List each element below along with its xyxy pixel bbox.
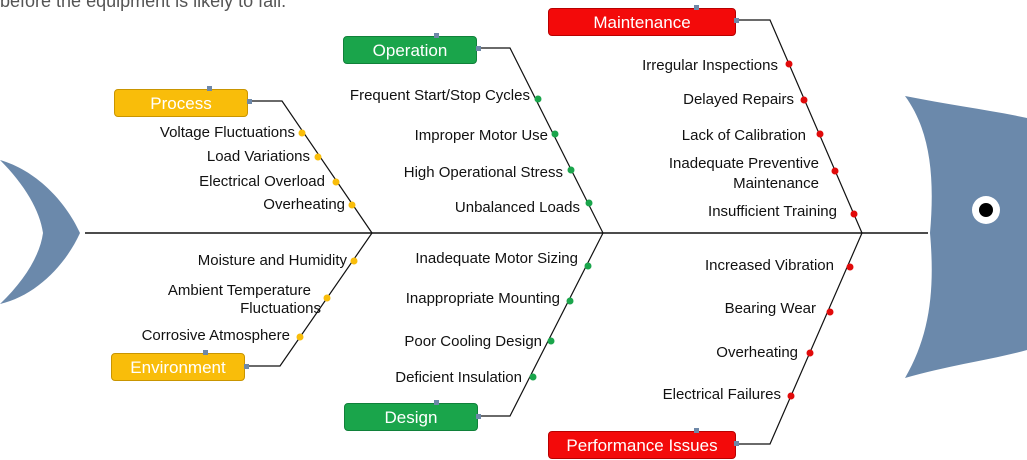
- category-environment[interactable]: Environment: [111, 353, 245, 381]
- environment-dot: [323, 294, 331, 302]
- category-environment-label: Environment: [130, 358, 226, 377]
- process-bone: [250, 100, 373, 234]
- performance-dot: [806, 349, 814, 357]
- performance-bone: [737, 232, 863, 445]
- category-design-handle[interactable]: [434, 400, 439, 405]
- category-environment-handle[interactable]: [203, 350, 208, 355]
- category-process[interactable]: Process: [114, 89, 248, 117]
- design-bone: [479, 232, 604, 417]
- environment-bone: [246, 232, 373, 367]
- operation-cause-start-stop-cycles: Frequent Start/Stop Cycles: [349, 87, 530, 104]
- operation-dot: [567, 166, 575, 174]
- process-dot: [348, 201, 356, 209]
- process-cause-overheating: Overheating: [263, 196, 345, 213]
- operation-cause-high-operational-stress: High Operational Stress: [403, 164, 563, 181]
- fish-head-shape: [905, 96, 1027, 378]
- performance-cause-increased-vibration: Increased Vibration: [705, 257, 834, 274]
- operation-cause-unbalanced-loads: Unbalanced Loads: [454, 199, 580, 216]
- maintenance-dot: [800, 96, 808, 104]
- environment-cause-ambient-temperature: Ambient Temperature: [167, 282, 311, 299]
- category-process-label: Process: [150, 94, 212, 113]
- operation-cause-improper-motor-use: Improper Motor Use: [414, 127, 548, 144]
- category-performance-handle[interactable]: [734, 441, 739, 446]
- maintenance-cause-delayed-repairs: Delayed Repairs: [683, 91, 794, 108]
- category-design[interactable]: Design: [344, 403, 478, 431]
- design-dot: [584, 262, 592, 270]
- maintenance-dot: [785, 60, 793, 68]
- design-dot: [566, 297, 574, 305]
- design-cause-inadequate-motor-sizing: Inadequate Motor Sizing: [415, 250, 578, 267]
- category-performance-handle[interactable]: [694, 428, 699, 433]
- design-cause-poor-cooling-design: Poor Cooling Design: [404, 333, 542, 350]
- category-environment-handle[interactable]: [244, 364, 249, 369]
- maintenance-dot: [831, 167, 839, 175]
- category-process-handle[interactable]: [207, 86, 212, 91]
- performance-dot: [826, 308, 834, 316]
- category-design-handle[interactable]: [476, 414, 481, 419]
- fish-eye-pupil: [979, 203, 993, 217]
- process-cause-load-variations: Load Variations: [206, 148, 310, 165]
- environment-cause-corrosive-atmosphere: Corrosive Atmosphere: [141, 327, 290, 344]
- performance-cause-bearing-wear: Bearing Wear: [724, 300, 816, 317]
- category-operation-handle[interactable]: [434, 33, 439, 38]
- category-maintenance[interactable]: Maintenance: [548, 8, 736, 36]
- category-performance-issues-label: Performance Issues: [566, 436, 718, 455]
- performance-cause-overheating: Overheating: [716, 344, 798, 361]
- maintenance-dot: [816, 130, 824, 138]
- process-dot: [314, 153, 322, 161]
- category-design-label: Design: [384, 408, 438, 427]
- fish-tail-shape: [0, 160, 80, 304]
- category-maintenance-handle[interactable]: [734, 18, 739, 23]
- category-process-handle[interactable]: [247, 99, 252, 104]
- process-cause-electrical-overload: Electrical Overload: [199, 173, 325, 190]
- process-cause-voltage-fluctuations: Voltage Fluctuations: [159, 124, 295, 141]
- maintenance-cause-inadequate-preventive: Inadequate Preventive: [668, 155, 819, 172]
- environment-cause-moisture-humidity: Moisture and Humidity: [197, 252, 347, 269]
- maintenance-cause-inadequate-preventive-line2: Maintenance: [733, 175, 819, 192]
- design-dot: [547, 337, 555, 345]
- category-operation[interactable]: Operation: [343, 36, 477, 64]
- operation-dot: [551, 130, 559, 138]
- category-operation-label: Operation: [372, 41, 448, 60]
- environment-cause-ambient-temperature-line2: Fluctuations: [240, 300, 321, 317]
- design-cause-inappropriate-mounting: Inappropriate Mounting: [405, 290, 560, 307]
- category-performance-issues[interactable]: Performance Issues: [548, 431, 736, 459]
- category-maintenance-handle[interactable]: [694, 5, 699, 10]
- design-cause-deficient-insulation: Deficient Insulation: [395, 369, 522, 386]
- maintenance-cause-insufficient-training: Insufficient Training: [708, 203, 837, 220]
- category-maintenance-label: Maintenance: [593, 13, 691, 32]
- design-dot: [529, 373, 537, 381]
- maintenance-bone: [737, 19, 863, 234]
- performance-dot: [846, 263, 854, 271]
- operation-dot: [585, 199, 593, 207]
- process-dot: [298, 129, 306, 137]
- maintenance-dot: [850, 210, 858, 218]
- maintenance-cause-lack-of-calibration: Lack of Calibration: [681, 127, 806, 144]
- operation-dot: [534, 95, 542, 103]
- category-operation-handle[interactable]: [476, 46, 481, 51]
- process-dot: [332, 178, 340, 186]
- environment-dot: [296, 333, 304, 341]
- maintenance-cause-irregular-inspections: Irregular Inspections: [642, 57, 778, 74]
- performance-cause-electrical-failures: Electrical Failures: [662, 386, 781, 403]
- environment-dot: [350, 257, 358, 265]
- intro-text: before the equipment is likely to fail.: [0, 0, 287, 11]
- performance-dot: [787, 392, 795, 400]
